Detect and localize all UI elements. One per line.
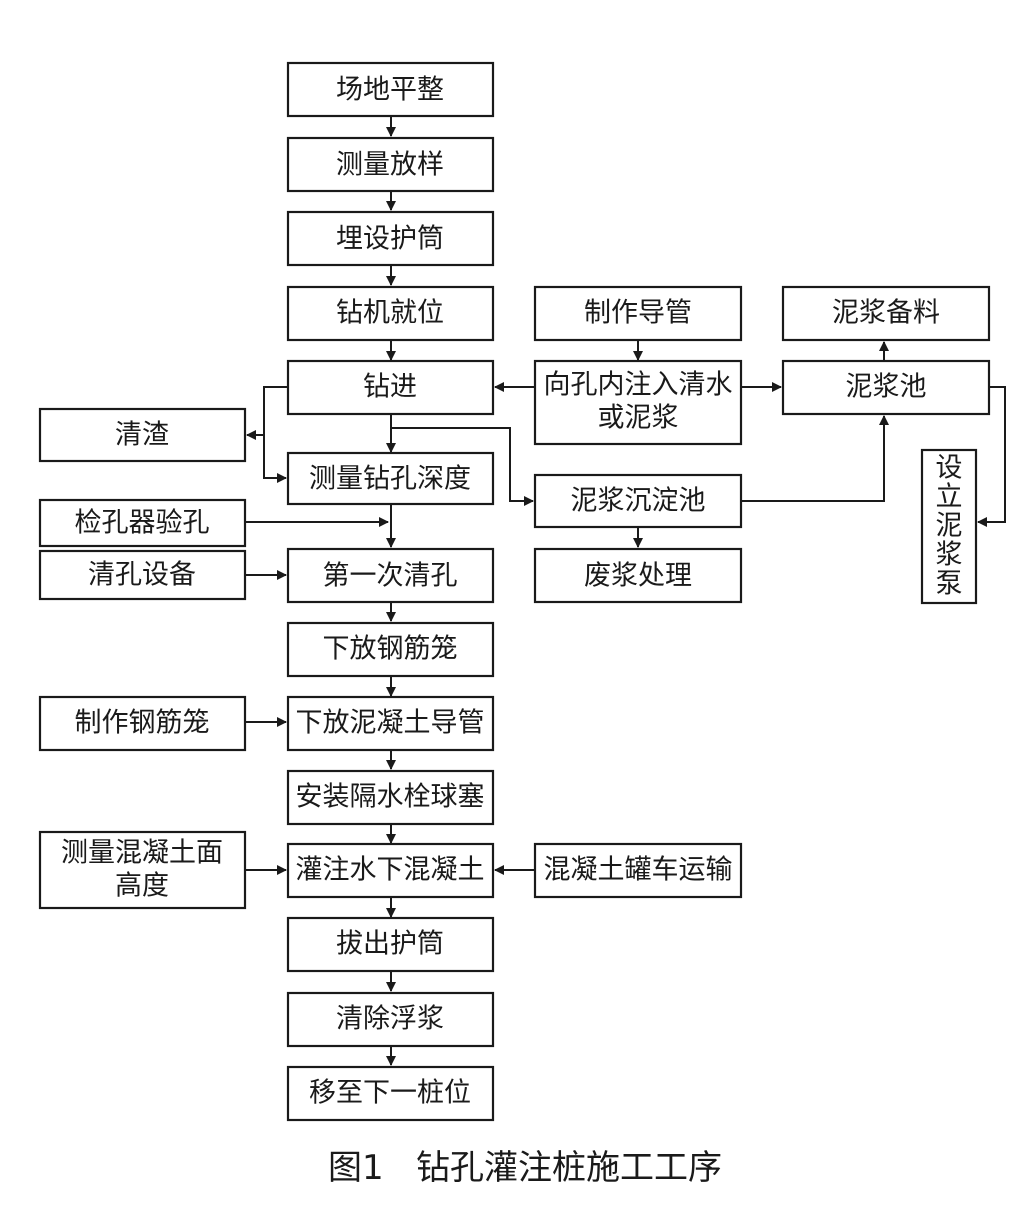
connectors <box>245 116 1006 1066</box>
node-pull-casing: 拔出护筒 <box>286 916 495 973</box>
node-label: 清渣 <box>115 420 169 451</box>
node-settling-tank: 泥浆沉淀池 <box>533 473 743 529</box>
node-label-char-2: 立 <box>936 482 963 513</box>
arrow-settling-to-pool <box>742 415 889 502</box>
arrow-drilling-to-settling <box>391 427 534 506</box>
node-label: 测量放样 <box>336 150 444 181</box>
node-inject-water-or-mud: 向孔内注入清水 或泥浆 <box>533 359 743 446</box>
node-label: 制作导管 <box>584 298 692 329</box>
node-waste-disposal: 废浆处理 <box>533 547 743 604</box>
node-label-line-2: 高度 <box>115 871 169 902</box>
arrow-drilling-to-clear-slag <box>246 386 288 440</box>
node-label: 制作钢筋笼 <box>75 708 210 739</box>
node-measure-depth: 测量钻孔深度 <box>286 451 495 506</box>
node-drilling: 钻进 <box>286 359 495 416</box>
node-install-plug: 安装隔水栓球塞 <box>286 769 495 826</box>
node-make-conduit: 制作导管 <box>533 285 743 342</box>
node-label: 检孔器验孔 <box>75 508 210 539</box>
node-lower-conduit: 下放泥凝土导管 <box>286 695 495 752</box>
arrow-pool-to-pump <box>977 386 1006 527</box>
node-site-leveling: 场地平整 <box>286 61 495 118</box>
node-bury-casing: 埋设护筒 <box>286 210 495 267</box>
node-label: 测量钻孔深度 <box>309 464 471 495</box>
node-label: 清除浮浆 <box>336 1004 444 1035</box>
node-label: 钻机就位 <box>336 298 444 329</box>
node-mud-prep: 泥浆备料 <box>781 285 991 342</box>
node-label-char-5: 泵 <box>936 569 963 600</box>
node-label: 废浆处理 <box>584 561 692 592</box>
node-label: 泥浆池 <box>846 372 927 403</box>
node-label: 场地平整 <box>336 75 444 106</box>
node-label-line-1: 向孔内注入清水 <box>544 370 733 401</box>
node-label: 灌注水下混凝土 <box>296 855 485 886</box>
node-hole-inspector: 检孔器验孔 <box>38 498 247 548</box>
node-label: 埋设护筒 <box>336 224 444 255</box>
node-label: 安装隔水栓球塞 <box>296 782 485 813</box>
node-pour-concrete: 灌注水下混凝土 <box>286 842 495 899</box>
node-clear-slag: 清渣 <box>38 407 247 463</box>
figure-caption: 图1 钻孔灌注桩施工工序 <box>328 1148 722 1188</box>
node-label: 拔出护筒 <box>336 929 444 960</box>
node-truck-transport: 混凝土罐车运输 <box>533 842 743 899</box>
node-label: 混凝土罐车运输 <box>544 855 733 886</box>
node-rig-position: 钻机就位 <box>286 285 495 342</box>
node-lower-cage: 下放钢筋笼 <box>286 621 495 678</box>
node-mud-pump: 设 立 泥 浆 泵 <box>920 448 978 605</box>
node-label: 第一次清孔 <box>323 561 458 592</box>
node-survey-layout: 测量放样 <box>286 136 495 193</box>
node-label: 清孔设备 <box>88 560 196 591</box>
node-remove-slurry: 清除浮浆 <box>286 991 495 1048</box>
node-measure-concrete-height: 测量混凝土面 高度 <box>38 830 247 910</box>
node-next-pile: 移至下一桩位 <box>286 1065 495 1122</box>
node-label-char-1: 设 <box>936 453 963 484</box>
node-label-char-3: 泥 <box>936 511 963 542</box>
node-label: 移至下一桩位 <box>309 1078 471 1109</box>
arrow-branch-to-depth <box>263 435 287 483</box>
node-mud-pool: 泥浆池 <box>781 359 991 416</box>
node-cleaning-equipment: 清孔设备 <box>38 549 247 601</box>
node-label-line-2: 或泥浆 <box>598 403 679 434</box>
node-label: 泥浆沉淀池 <box>571 486 706 517</box>
node-make-cage: 制作钢筋笼 <box>38 695 247 752</box>
node-label: 钻进 <box>363 372 417 403</box>
node-first-cleaning: 第一次清孔 <box>286 547 495 604</box>
node-label-char-4: 浆 <box>936 540 963 571</box>
node-label: 下放钢筋笼 <box>323 634 458 665</box>
node-label-line-1: 测量混凝土面 <box>61 838 223 869</box>
node-label: 泥浆备料 <box>832 298 940 329</box>
node-label: 下放泥凝土导管 <box>296 708 485 739</box>
